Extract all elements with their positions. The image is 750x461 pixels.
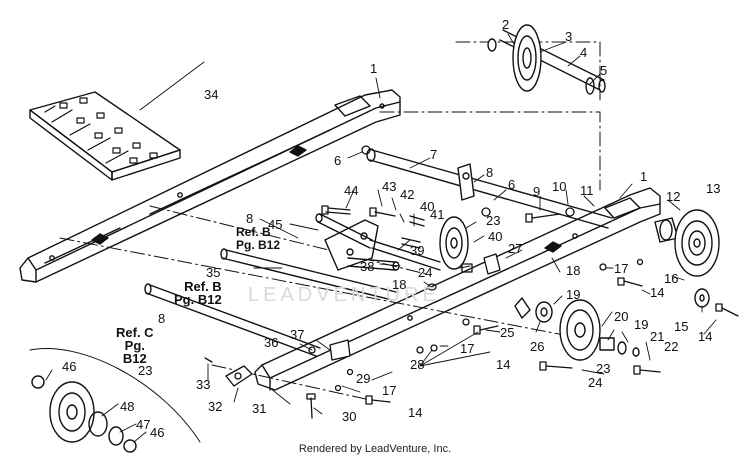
callout-12: 12 — [666, 189, 681, 204]
callout-47: 47 — [136, 417, 151, 432]
callout-31: 31 — [252, 401, 267, 416]
callout-23b: 23 — [596, 361, 611, 376]
callout-13: 13 — [706, 181, 721, 196]
callout-6: 6 — [334, 153, 342, 168]
callout-10: 10 — [552, 179, 567, 194]
callout-38: 38 — [360, 259, 375, 274]
callout-33: 33 — [196, 377, 211, 392]
ref-c-line1: Ref. C — [116, 325, 154, 340]
ref-c: Ref. C Pg. B12 — [116, 326, 154, 365]
ref-b-lower-line1: Ref. B — [184, 279, 222, 294]
right-rail — [254, 187, 661, 391]
callout-21: 21 — [650, 329, 665, 344]
callout-44: 44 — [344, 183, 359, 198]
callout-24a: 24 — [418, 265, 433, 280]
callout-14d: 14 — [408, 405, 423, 420]
watermark: LEADVENTURE — [248, 284, 440, 306]
callout-19b: 19 — [634, 317, 649, 332]
ref-b-upper-line1: Ref. B — [236, 225, 271, 239]
callout-25: 25 — [500, 325, 515, 340]
ref-b-lower-line2: Pg. B12 — [174, 292, 222, 307]
callout-7: 7 — [430, 147, 438, 162]
callout-8b: 8 — [246, 211, 254, 226]
rear-cross-shaft — [366, 148, 613, 229]
callout-28: 28 — [410, 357, 425, 372]
callout-8: 8 — [486, 165, 494, 180]
ref-c-line3: B12 — [122, 351, 147, 366]
rear-idler-wheel — [487, 24, 606, 95]
callout-23a: 23 — [486, 213, 501, 228]
callout-26: 26 — [530, 339, 545, 354]
callout-43: 43 — [382, 179, 397, 194]
callout-17a: 17 — [614, 261, 629, 276]
bottom-left-wheel-group — [29, 348, 201, 453]
callout-19a: 19 — [566, 287, 581, 302]
callout-3: 3 — [565, 29, 573, 44]
callout-5: 5 — [600, 63, 608, 78]
callout-45: 45 — [268, 217, 283, 232]
callout-46a: 46 — [62, 359, 77, 374]
callout-2: 2 — [502, 17, 510, 32]
callout-20: 20 — [614, 309, 629, 324]
callout-4: 4 — [580, 45, 588, 60]
callout-34: 34 — [204, 87, 219, 102]
callout-29: 29 — [356, 371, 371, 386]
callout-17b: 17 — [460, 341, 475, 356]
callout-22: 22 — [664, 339, 679, 354]
callout-30: 30 — [342, 409, 357, 424]
callout-41: 41 — [430, 207, 445, 222]
callout-8c: 8 — [158, 311, 166, 326]
footer-credit: Rendered by LeadVenture, Inc. — [298, 443, 452, 455]
callout-14b: 14 — [698, 329, 713, 344]
track-clip-assembly — [29, 91, 181, 181]
callout-42: 42 — [400, 187, 415, 202]
callout-46b: 46 — [150, 425, 165, 440]
callout-14a: 14 — [650, 285, 665, 300]
callout-17c: 17 — [382, 383, 397, 398]
callout-16: 16 — [664, 271, 679, 286]
callout-40b: 40 — [488, 229, 503, 244]
left-rail — [19, 89, 401, 283]
callout-36: 36 — [264, 335, 279, 350]
callout-37: 37 — [290, 327, 305, 342]
ref-b-upper: Ref. B Pg. B12 — [236, 226, 280, 252]
right-idler-wheel — [654, 209, 720, 308]
callout-18a: 18 — [566, 263, 581, 278]
callout-48: 48 — [120, 399, 135, 414]
callout-35: 35 — [206, 265, 221, 280]
callout-1: 1 — [370, 61, 378, 76]
callout-24b: 24 — [588, 375, 603, 390]
ref-c-line2: Pg. — [124, 338, 145, 353]
callout-9: 9 — [533, 184, 541, 199]
leader-lines — [45, 33, 717, 443]
callout-1b: 1 — [640, 169, 648, 184]
callout-32: 32 — [208, 399, 223, 414]
callout-14c: 14 — [496, 357, 511, 372]
lower-idler-wheel — [514, 297, 640, 361]
callout-23c: 23 — [138, 363, 153, 378]
slide-cross-shafts — [144, 248, 397, 357]
callout-6b: 6 — [508, 177, 516, 192]
ref-b-lower: Ref. B Pg. B12 — [174, 280, 222, 306]
callout-27: 27 — [508, 241, 523, 256]
hardware-bolts — [204, 145, 739, 419]
torque-arm-assembly — [315, 213, 469, 271]
callout-18b: 18 — [392, 277, 407, 292]
callout-40a: 40 — [420, 199, 435, 214]
ref-b-upper-line2: Pg. B12 — [236, 238, 281, 252]
callout-39: 39 — [410, 243, 425, 258]
callout-15: 15 — [674, 319, 689, 334]
callout-11: 11 — [580, 183, 594, 198]
